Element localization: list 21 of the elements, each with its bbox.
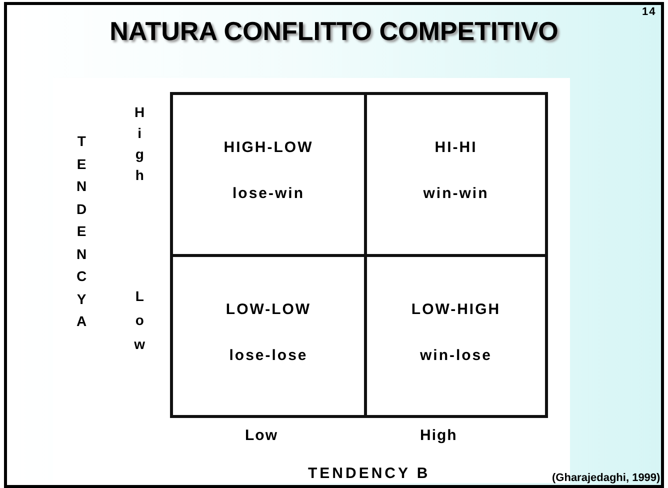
axis-tick-label: High	[134, 103, 146, 185]
title: NATURA CONFLITTO COMPETITIVO	[108, 16, 560, 47]
axis-tick-label: Low	[245, 427, 278, 444]
page-number: 14	[642, 6, 656, 18]
quadrant-box	[364, 92, 548, 257]
strategy-label: HIGH-LOW	[222, 139, 314, 156]
outcome-label: win-lose	[418, 347, 493, 364]
quadrant-box	[170, 92, 367, 257]
strategy-label: LOW-HIGH	[410, 301, 502, 318]
outcome-label: lose-win	[231, 185, 306, 202]
axis-title: TENDENCY B	[308, 465, 430, 482]
axis-tick-label: High	[420, 427, 458, 444]
quadrant-box	[170, 254, 367, 418]
strategy-label: LOW-LOW	[224, 301, 312, 318]
axis-title: TENDENCY A	[76, 132, 88, 331]
strategy-label: HI-HI	[434, 139, 478, 156]
quadrant-box	[364, 254, 548, 418]
outcome-label: win-win	[422, 185, 490, 202]
outcome-label: lose-lose	[228, 347, 309, 364]
citation: (Gharajedaghi, 1999)	[552, 472, 660, 484]
axis-tick-label: Low	[134, 287, 146, 354]
